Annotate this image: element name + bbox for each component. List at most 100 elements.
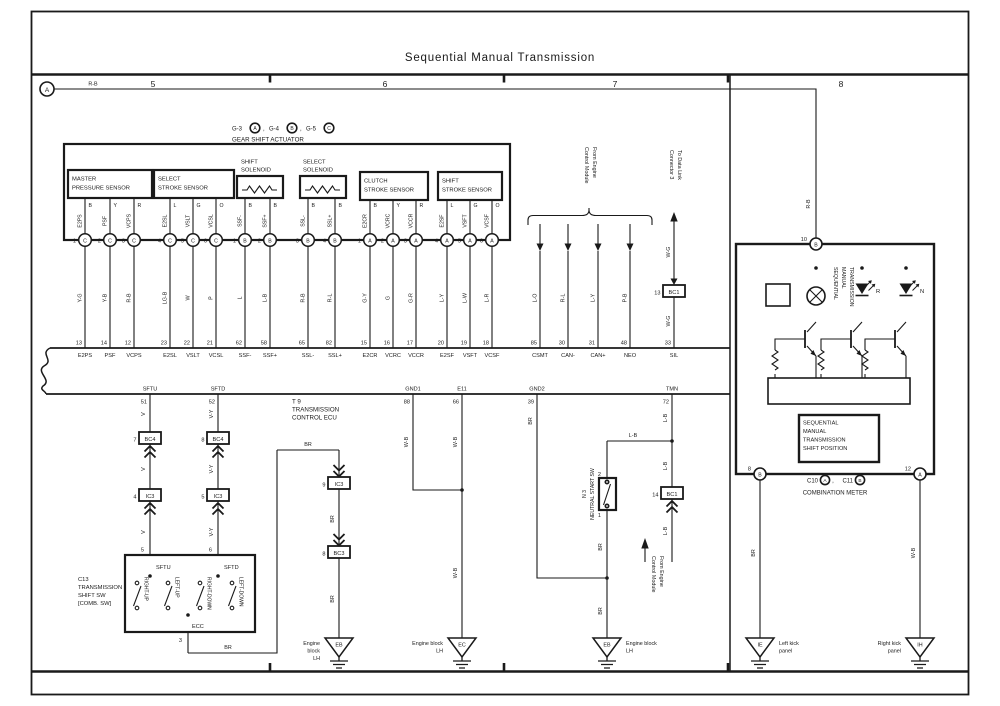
sensor-pin-letter: B <box>249 203 253 209</box>
junction-connector-box <box>662 284 686 298</box>
wire-color-label: V <box>141 530 147 534</box>
sensor-signal-label: SSF- <box>238 215 244 227</box>
connector-circle <box>913 467 927 481</box>
connector-number: 5 <box>181 239 184 245</box>
sensor-pin-letter: R <box>420 203 424 209</box>
switch-contact <box>134 605 140 611</box>
sensor-signal-label: VCRC <box>386 213 392 228</box>
connector-letter: C <box>214 238 218 244</box>
terminal-label: SFTU <box>156 565 171 571</box>
ground-label: LH <box>313 656 320 662</box>
connector-letter: A <box>368 238 372 244</box>
junction-dot <box>186 613 190 617</box>
ecu-pin-number: 82 <box>326 341 332 347</box>
connector-number: 2 <box>258 239 261 245</box>
terminal-label: ECC <box>192 624 204 630</box>
component-label: SELECT <box>303 160 326 166</box>
sensor-signal-label: VCPS <box>127 213 133 228</box>
ground-label: panel <box>779 649 792 655</box>
wire-color-label: R-L <box>561 294 567 303</box>
meter-conn-ref: C11 <box>842 479 853 485</box>
sensor-pin-letter: G <box>474 203 478 209</box>
component-label: SOLENOID <box>303 168 333 174</box>
ecm-source-label: Control Module <box>583 147 589 184</box>
component-label: STROKE SENSOR <box>158 186 208 192</box>
ecu-name: T 9 <box>292 399 301 406</box>
wire <box>861 349 869 371</box>
led-emission-arrow <box>915 283 920 288</box>
wire-color-label: Y-B <box>103 293 109 302</box>
wire-color-label: BR <box>751 549 757 557</box>
connector-letter: A <box>468 238 472 244</box>
sensor-pin-letter: O <box>496 203 500 209</box>
junction-dot <box>460 488 464 492</box>
connector-label: IC3 <box>146 494 155 500</box>
ecu-pin-name: SFTU <box>143 387 158 393</box>
ecu-pin-number: 19 <box>461 341 467 347</box>
separator: , <box>832 479 834 485</box>
display-label: TRANSMISSION <box>803 438 846 444</box>
component-label: NEUTRAL START SW <box>590 468 596 520</box>
ecu-pin-number: 33 <box>665 341 671 347</box>
ecu-pin-number: 66 <box>453 400 459 406</box>
wire <box>771 349 779 371</box>
page-title: Sequential Manual Transmission <box>405 52 595 64</box>
wire <box>332 464 346 478</box>
junction-dot <box>860 266 864 270</box>
meter-caption: COMBINATION METER <box>803 491 868 497</box>
connector-label: IC3 <box>214 494 223 500</box>
ecu-pin-name: VCPS <box>126 353 142 359</box>
connector-label: BC3 <box>334 551 345 557</box>
connector-circle <box>819 474 831 486</box>
ecu-pin-number: 16 <box>384 341 390 347</box>
component-label: STROKE SENSOR <box>442 188 492 194</box>
sensor-signal-label: SSL- <box>301 215 307 227</box>
component-label: SHIFT <box>241 160 258 166</box>
sensor-pin-letter: G <box>197 203 201 209</box>
ground-symbol <box>591 637 623 659</box>
connector-number: 4 <box>133 495 136 501</box>
component-label: TRANSMISSION <box>78 585 122 591</box>
connector-number: 3 <box>296 239 299 245</box>
ecu-pin-number: 51 <box>141 400 147 406</box>
ecu-pin-number: 14 <box>101 341 107 347</box>
junction-dot <box>814 266 818 270</box>
sensor-signal-label: E2CR <box>363 214 369 228</box>
wire-color-label: R-B <box>806 199 812 209</box>
sensor-signal-label: E2SL <box>163 215 169 228</box>
connector-circle <box>126 232 142 248</box>
switch-label: LEFT-UP <box>174 577 180 598</box>
connector-circle <box>323 122 335 134</box>
connector-circle <box>249 122 261 134</box>
connector-circle <box>237 232 253 248</box>
ground-label: Engine block <box>412 641 443 647</box>
wire-color-label: V <box>141 467 147 471</box>
ecm-source-label: From Engine <box>591 147 597 178</box>
ecu-pin-name: E11 <box>457 387 467 393</box>
pin-number: 5 <box>141 548 144 554</box>
ecu-pin-name: E2SF <box>440 353 455 359</box>
connector-letter: C <box>168 238 172 244</box>
select-stroke-sensor-box <box>152 168 236 200</box>
ecu-name: TRANSMISSION <box>292 407 339 414</box>
wire <box>896 321 907 333</box>
ground-label: LH <box>626 649 633 655</box>
connector-letter: C <box>83 238 87 244</box>
sensor-pin-letter: B <box>374 203 378 209</box>
switch-contact <box>165 580 171 586</box>
wire <box>817 349 825 371</box>
sensor-pin-letter: Y <box>397 203 401 209</box>
top-ruler <box>32 73 968 83</box>
wire-color-label: W-G <box>666 247 672 258</box>
ecu-pin-name: VCCR <box>408 353 424 359</box>
ground-code: IH <box>917 643 922 649</box>
ground-label: Left kick <box>779 641 799 647</box>
wire <box>211 501 225 516</box>
wire-color-label: L-B <box>663 461 669 470</box>
wire-color-label: R-L <box>328 294 334 303</box>
connector-number: 5 <box>458 239 461 245</box>
connector-label: BC1 <box>667 492 678 498</box>
connector-number: 4 <box>158 239 161 245</box>
junction-connector-box <box>206 431 230 445</box>
component-label: SHIFT <box>442 179 459 185</box>
